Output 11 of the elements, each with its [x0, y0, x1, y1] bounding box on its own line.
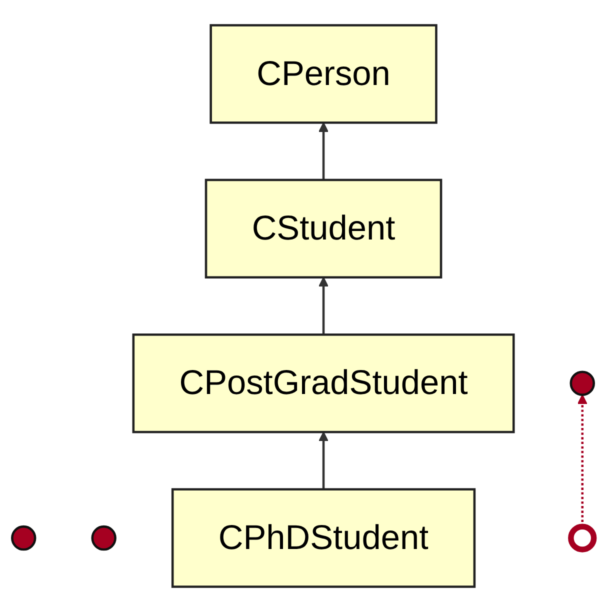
arrow — [318, 432, 329, 490]
node-box: CPerson — [210, 24, 438, 124]
node-box: CPhDStudent — [171, 488, 476, 588]
node-box: CPostGradStudent — [132, 334, 515, 434]
node-box: CStudent — [204, 178, 442, 278]
arrow — [318, 122, 329, 180]
node-circle — [568, 524, 597, 552]
node-circle — [91, 525, 116, 551]
arrow — [318, 276, 329, 335]
node-circle — [570, 370, 595, 396]
node-circle — [11, 525, 36, 551]
